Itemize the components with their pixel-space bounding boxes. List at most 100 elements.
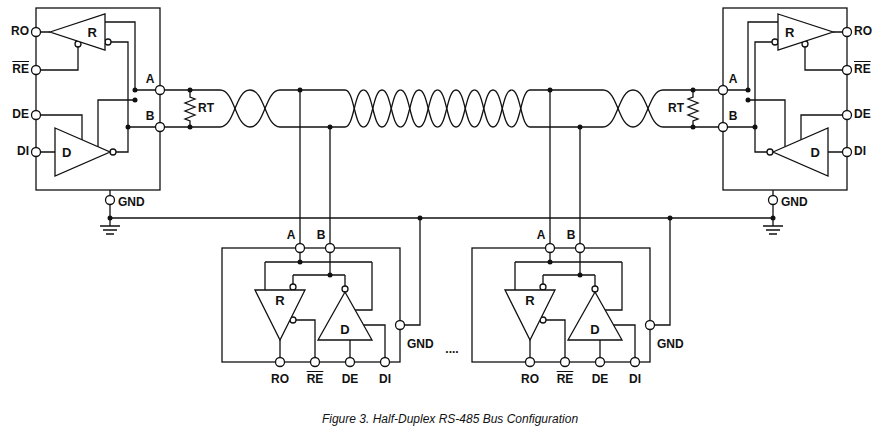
receiver-triangle: R: [255, 290, 305, 340]
ground-wire: [405, 218, 421, 325]
twisted-pair-strand: [438, 90, 457, 127]
block-letter: R: [275, 294, 284, 307]
triangle-outline: [778, 14, 833, 50]
twisted-pair-strand: [382, 90, 401, 127]
receiver-triangle: R: [778, 14, 833, 50]
schematic-stroke: [381, 358, 390, 367]
pin-label: DE: [342, 373, 359, 386]
triangle-outline: [55, 128, 110, 176]
pin-label: DE: [592, 373, 609, 386]
triangle-outline: [50, 14, 105, 50]
inversion-bubble: [290, 284, 296, 290]
schematic-stroke: [276, 358, 285, 367]
schematic-stroke: [396, 321, 405, 330]
twisted-pair-strand: [419, 90, 438, 127]
pin-label: RE: [307, 373, 324, 386]
twisted-pair-strand: [401, 90, 420, 127]
driver-triangle: D: [318, 292, 372, 340]
twisted-pair-strand: [401, 90, 420, 127]
schematic-stroke: [298, 88, 303, 93]
resistor-label: RT: [198, 102, 214, 115]
schematic-stroke: [32, 66, 41, 75]
pin-label: B: [567, 229, 576, 242]
triangle-outline: [505, 290, 555, 340]
pin-label: RE: [12, 63, 29, 76]
twisted-pair-strand: [475, 90, 494, 127]
schematic-stroke: [418, 216, 423, 221]
pin-label: DE: [12, 108, 29, 121]
pin-label: GND: [657, 338, 684, 351]
schematic-stroke: [133, 88, 138, 93]
pin-label: A: [729, 73, 738, 86]
twisted-pair-strand: [250, 90, 280, 127]
schematic-stroke: [188, 88, 193, 93]
twisted-pair-strand: [220, 90, 250, 127]
pin-label: A: [287, 229, 296, 242]
twisted-pair-strand: [603, 90, 633, 127]
pin-label: RE: [854, 63, 871, 76]
pin-label: RO: [854, 25, 872, 38]
pin-label: DE: [854, 108, 871, 121]
twisted-pair-strand: [530, 89, 603, 90]
pin-label: RO: [11, 25, 29, 38]
pin-label: A: [537, 229, 546, 242]
twisted-pair-strand: [456, 90, 475, 127]
twisted-pair-strand: [512, 90, 531, 127]
twisted-pair-strand: [456, 90, 475, 127]
pin-label: RE: [557, 373, 574, 386]
twisted-pair-strand: [364, 90, 383, 127]
bus-stub: [165, 90, 221, 127]
twisted-pair-strand: [220, 90, 250, 127]
pin-circles: [32, 28, 165, 205]
schematic-stroke: [32, 28, 41, 37]
block-letter: D: [590, 323, 599, 336]
schematic-stroke: [298, 260, 303, 265]
pin-label: DI: [379, 373, 391, 386]
driver-output-wire: [98, 100, 135, 152]
pin-label: DI: [629, 373, 641, 386]
bus-transceiver: [222, 88, 423, 367]
bus-transceiver: [472, 88, 673, 367]
schematic-stroke: [32, 148, 41, 157]
twisted-pair-strand: [493, 90, 512, 127]
pin-label: DI: [17, 145, 29, 158]
pin-label: RO: [271, 373, 289, 386]
twisted-pair-strand: [603, 90, 633, 127]
twisted-pair-strand: [345, 90, 364, 127]
pin-label: B: [146, 110, 155, 123]
ground-symbol: [100, 190, 120, 234]
block-letter: D: [811, 146, 820, 159]
schematic-stroke: [311, 358, 320, 367]
twisted-pair-strand: [633, 90, 663, 127]
wiring: [32, 8, 852, 367]
twisted-pair-strand: [512, 90, 531, 127]
twisted-pair-strand: [493, 90, 512, 127]
schematic-stroke: [133, 98, 138, 103]
schematic-stroke: [328, 125, 333, 130]
transceiver-housing: [222, 248, 400, 362]
twisted-pair-strand: [345, 90, 364, 127]
end-transceiver: [32, 8, 221, 234]
schematic-stroke: [126, 125, 131, 130]
figure-caption: Figure 3. Half-Duplex RS-485 Bus Configu…: [322, 413, 578, 426]
twisted-pair-strand: [633, 90, 663, 127]
driver-triangle: D: [55, 128, 110, 176]
junction-dots: [108, 88, 193, 221]
receiver-triangle: R: [505, 290, 555, 340]
bus-tap: [300, 90, 330, 244]
driver-triangle: D: [568, 292, 622, 340]
triangle-outline: [318, 292, 372, 340]
resistor-symbol: [185, 90, 195, 127]
schematic-stroke: [296, 244, 305, 253]
driver-triangle: D: [773, 128, 828, 176]
schematic-stroke: [326, 244, 335, 253]
schematic-stroke: [346, 358, 355, 367]
pin-label: RO: [521, 373, 539, 386]
ground-bus: [110, 217, 773, 218]
twisted-pair-strand: [364, 90, 383, 127]
receiver-triangle: R: [50, 14, 105, 50]
continuation-dots: ....: [445, 343, 458, 356]
twisted-pair-strand: [475, 90, 494, 127]
